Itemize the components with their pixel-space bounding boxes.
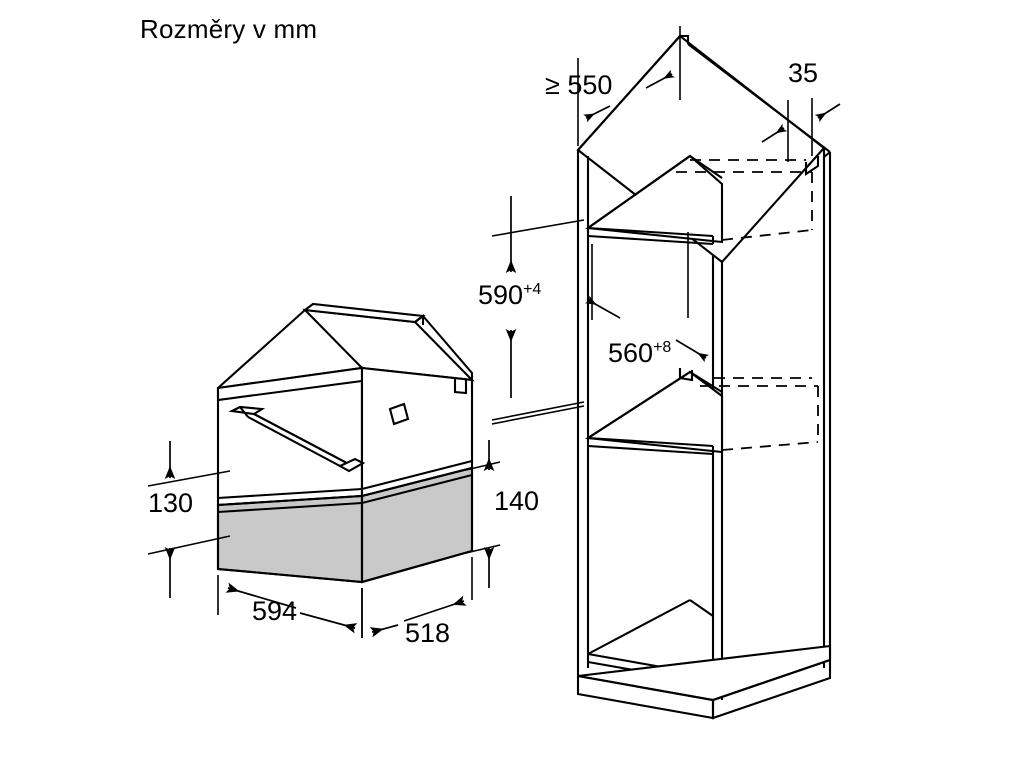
dimension-label-550: ≥ 550	[545, 70, 613, 100]
dimension-label-35: 35	[788, 58, 819, 88]
dim-560	[585, 232, 710, 363]
page-title: Rozměry v mm	[140, 14, 318, 44]
dim-550	[577, 26, 681, 146]
dimension-value-560: 560	[608, 338, 654, 368]
cabinet-housing-unit	[576, 34, 832, 720]
dimension-label-590: 590+4	[478, 280, 541, 311]
dimension-label-518: 518	[405, 618, 451, 648]
dim-590	[491, 196, 585, 425]
dim-130	[147, 441, 231, 598]
dim-518	[361, 557, 473, 638]
dimension-label-594: 594	[252, 596, 298, 626]
dimension-label-560: 560+8	[608, 338, 671, 369]
dimension-label-140: 140	[494, 486, 540, 516]
appliance-drawer-front	[216, 466, 474, 584]
dim-140	[465, 440, 501, 588]
dimension-value-590: 590	[478, 280, 524, 310]
dimension-tolerance-590: +4	[523, 281, 542, 298]
appliance-body	[216, 302, 475, 584]
dim-35	[761, 98, 841, 162]
appliance-handle	[228, 405, 366, 473]
dimension-tolerance-560: +8	[653, 339, 672, 356]
dimension-label-130: 130	[148, 488, 194, 518]
